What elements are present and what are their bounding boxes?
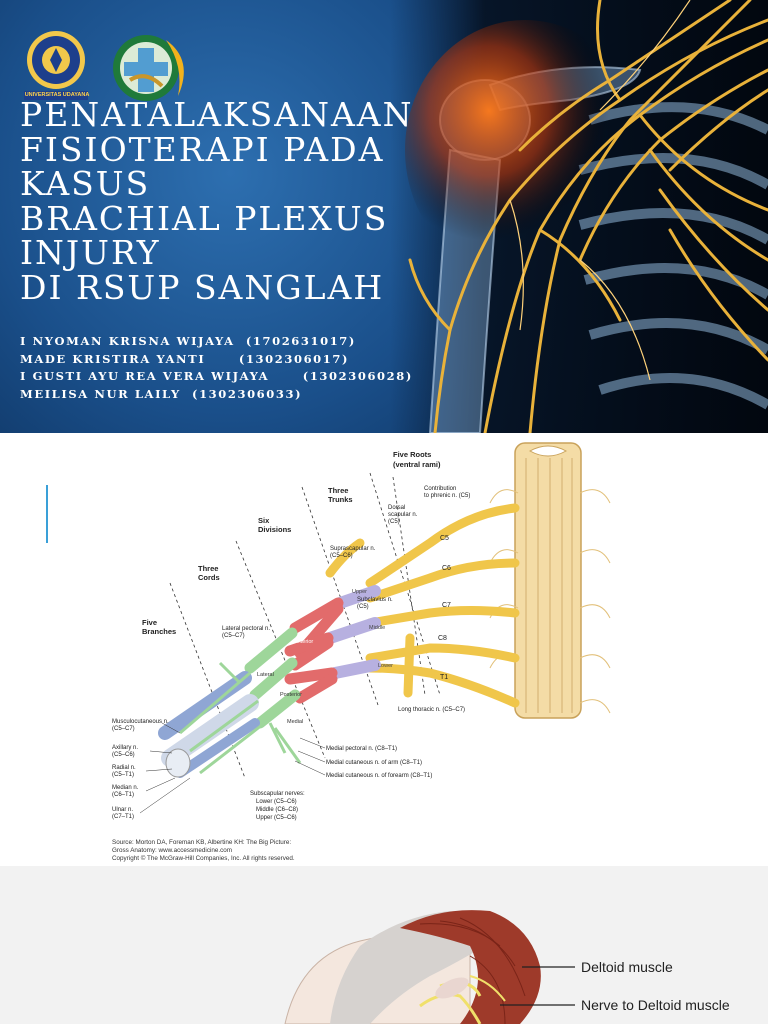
author-line: MEILISA NUR LAILY (1302306033) (20, 386, 303, 401)
source-line: Gross Anatomy: www.accessmedicine.com (112, 847, 232, 854)
source-line: Source: Morton DA, Foreman KB, Albertine… (112, 839, 291, 846)
label-posterior-cord: Posterior (280, 692, 302, 698)
label-c6: C6 (442, 565, 451, 572)
label-subscapular-nerves: Subscapular nerves:Lower (C5–C6)Middle (… (250, 791, 305, 821)
title-slide: UNIVERSITAS UDAYANA PENATALAKSANAAN FISI… (0, 0, 768, 433)
label-lower-trunk: Lower (378, 663, 393, 669)
label-long-thoracic: Long thoracic n. (C5–C7) (398, 707, 465, 713)
presentation-title: PENATALAKSANAAN FISIOTERAPI PADA KASUS B… (20, 95, 414, 307)
udayana-logo (24, 31, 88, 100)
label-ventral-rami: (ventral rami) (393, 460, 441, 469)
source-line: Copyright © The McGraw-Hill Companies, I… (112, 854, 295, 862)
label-medial-pectoral: Medial pectoral n. (C8–T1) (326, 746, 397, 752)
label-anterior-division: Anterior (294, 639, 313, 645)
label-middle-trunk: Middle (369, 625, 385, 631)
label-lateral-pectoral: Lateral pectoral n.(C5–C7) (222, 626, 270, 639)
label-lateral-cord: Lateral (257, 672, 274, 678)
udayana-logo-text: UNIVERSITAS UDAYANA (24, 92, 90, 98)
label-c8: C8 (438, 635, 447, 642)
title-line: FISIOTERAPI PADA (20, 129, 385, 169)
author-list: I NYOMAN KRISNA WIJAYA (1702631017) MADE… (20, 333, 413, 403)
label-median: Median n.(C6–T1) (112, 785, 139, 798)
label-t1: T1 (440, 674, 448, 681)
title-line: DI RSUP SANGLAH (20, 267, 385, 307)
label-medial-cutaneous-arm: Medial cutaneous n. of arm (C8–T1) (326, 760, 422, 766)
author-line: I NYOMAN KRISNA WIJAYA (1702631017) (20, 334, 356, 348)
title-line: BRACHIAL PLEXUS (20, 198, 389, 238)
label-upper-trunk: Upper (352, 589, 367, 595)
label-subclavius: Subclavius n.(C5) (357, 597, 393, 610)
deltoid-illustration: Deltoid muscle Nerve to Deltoid muscle (284, 910, 730, 1024)
deltoid-slide: Deltoid muscle Nerve to Deltoid muscle (0, 866, 768, 1024)
accent-bar (46, 485, 48, 543)
label-axillary: Axillary n.(C5–C6) (112, 745, 138, 758)
hospital-logo (113, 35, 184, 101)
label-c5: C5 (440, 535, 449, 542)
title-line: KASUS (20, 164, 151, 203)
author-line: I GUSTI AYU REA VERA WIJAYA (1302306028) (20, 369, 413, 383)
label-nerve-to-deltoid: Nerve to Deltoid muscle (581, 997, 730, 1013)
label-medial-cutaneous-forearm: Medial cutaneous n. of forearm (C8–T1) (326, 773, 432, 779)
label-five-roots: Five Roots (393, 450, 431, 459)
label-radial: Radial n.(C5–T1) (112, 765, 136, 778)
label-deltoid-muscle: Deltoid muscle (581, 959, 673, 975)
label-ulnar: Ulnar n.(C7–T1) (112, 807, 134, 820)
title-line: INJURY (20, 233, 161, 272)
title-line: PENATALAKSANAAN (20, 95, 414, 134)
author-line: MADE KRISTIRA YANTI (1302306017) (20, 351, 350, 366)
shoulder-nerve-illustration (390, 0, 768, 433)
label-medial-cord: Medial (287, 719, 303, 725)
label-c7: C7 (442, 602, 451, 609)
